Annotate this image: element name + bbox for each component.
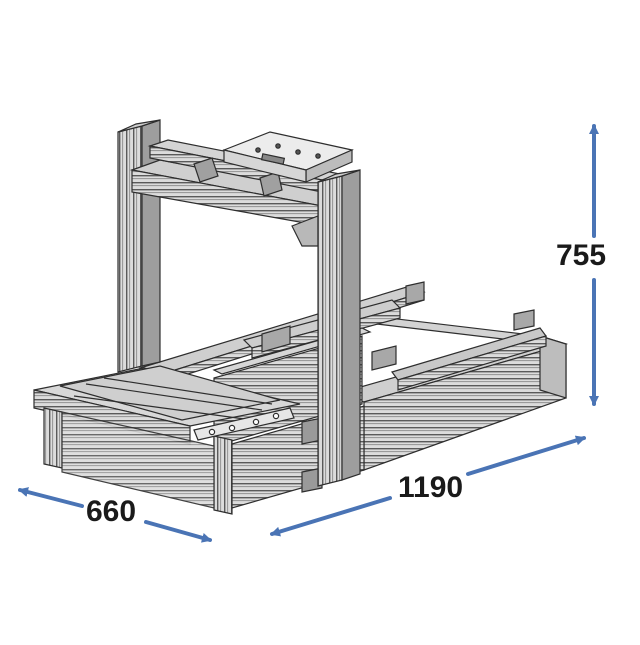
- width-arrow-left: [18, 487, 84, 508]
- upright-right-front: [317, 175, 343, 487]
- bracket-3: [405, 281, 425, 305]
- bracket-2: [371, 345, 397, 371]
- length-arrow-right: [466, 435, 586, 476]
- upright-frame: [117, 119, 361, 487]
- dimension-arrows: [18, 124, 599, 543]
- base-frame: [33, 281, 569, 515]
- height-dimension-label: 755: [556, 239, 607, 272]
- width-dimension-label: 660: [86, 495, 137, 528]
- width-arrow-right: [144, 520, 212, 543]
- base-front-leg-left: [43, 407, 63, 469]
- length-arrow-left: [270, 496, 392, 537]
- base-front-leg-panel: [61, 411, 215, 509]
- pedal-plate: [193, 407, 295, 441]
- bracket-1: [261, 325, 291, 353]
- upright-left-front: [117, 125, 143, 373]
- bracket-4: [513, 309, 535, 331]
- length-dimension-label: 1190: [398, 471, 464, 504]
- base-rail-right-end: [539, 335, 567, 399]
- bracket-6: [301, 467, 323, 493]
- base-front-leg-right: [213, 435, 233, 515]
- top-bracket-1: [193, 157, 219, 183]
